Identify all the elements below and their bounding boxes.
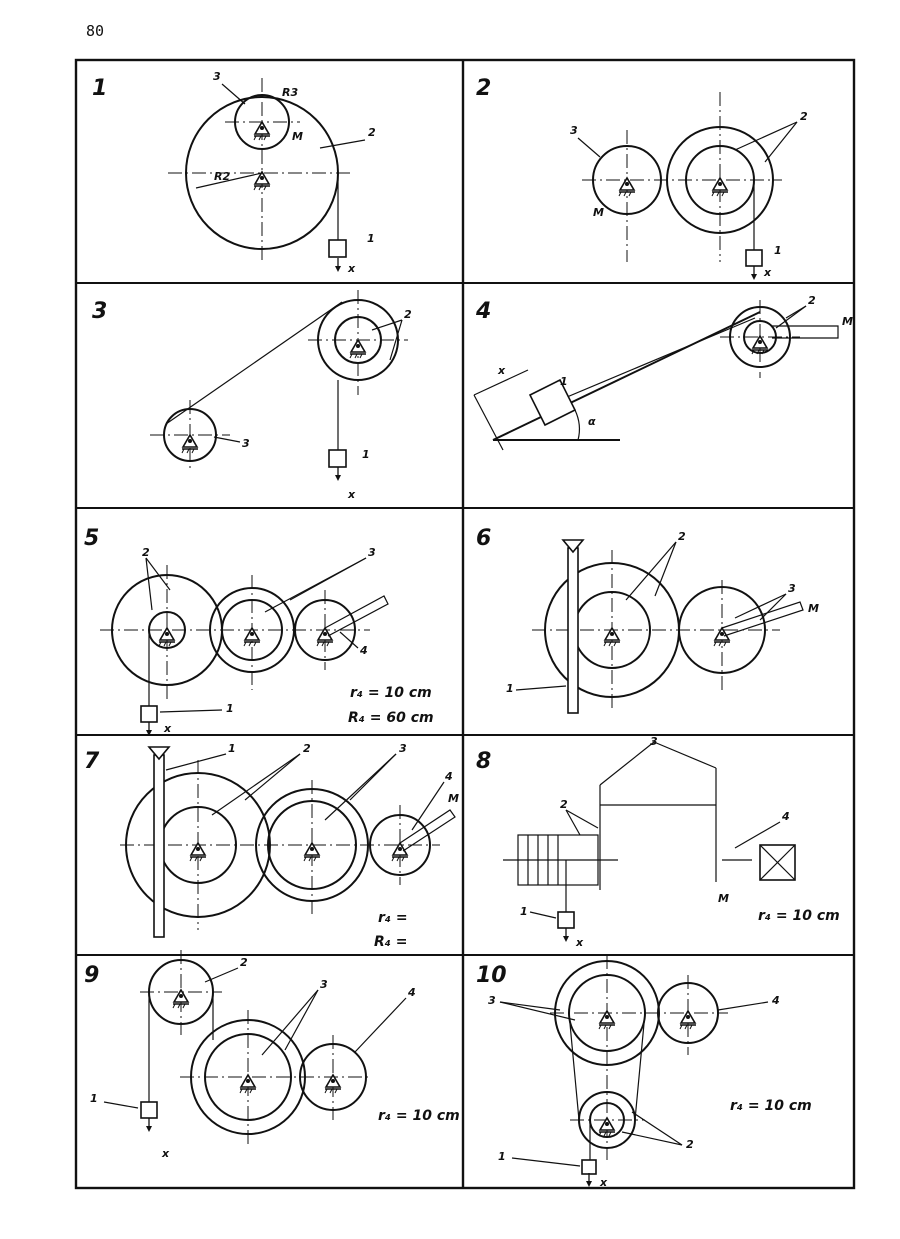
label-r3: R3 [282, 86, 298, 99]
panel-6: 6 2 3 M 1 [476, 526, 819, 714]
label-3: 3 [320, 978, 328, 991]
label-3: 3 [399, 742, 407, 755]
table-frame [74, 58, 856, 1190]
label-m: M [842, 315, 853, 328]
label-1: 1 [774, 244, 782, 257]
label-3: 3 [368, 546, 376, 559]
panel-9: 9 2 3 4 1 x r₄ = 10 cm [84, 950, 460, 1160]
panel-1: 1 3 R3 M 2 R2 1 x [92, 70, 376, 275]
note-R4: R₄ = [374, 934, 408, 950]
label-3: 3 [213, 70, 221, 83]
panel-3-number: 3 [92, 299, 107, 324]
label-x: x [161, 1147, 170, 1160]
label-1: 1 [560, 375, 568, 388]
label-2: 2 [142, 546, 150, 559]
label-1: 1 [498, 1150, 506, 1163]
panel-7: 7 1 2 3 4 M r₄ = R₄ = [84, 742, 459, 950]
label-x: x [763, 266, 772, 279]
label-2: 2 [560, 798, 568, 811]
note-r4: r₄ = 10 cm [730, 1098, 812, 1114]
label-1: 1 [520, 905, 528, 918]
label-1: 1 [367, 232, 375, 245]
label-m: M [593, 206, 604, 219]
label-x: x [599, 1176, 608, 1189]
label-4: 4 [359, 644, 368, 657]
label-x: x [497, 364, 506, 377]
label-3: 3 [570, 124, 578, 137]
note-r4: r₄ = 10 cm [350, 685, 432, 701]
label-x: x [575, 936, 584, 949]
label-3: 3 [242, 437, 250, 450]
label-m: M [718, 892, 729, 905]
panel-4: 4 x 1 2 M α [473, 294, 853, 451]
label-2: 2 [678, 530, 686, 543]
label-1: 1 [362, 448, 370, 461]
label-3: 3 [488, 994, 496, 1007]
panel-10: 10 3 4 2 1 x r₄ = 10 cm [476, 955, 812, 1189]
label-r2: R2 [214, 170, 230, 183]
label-4: 4 [781, 810, 790, 823]
label-2: 2 [303, 742, 311, 755]
label-4: 4 [407, 986, 416, 999]
note-R4: R₄ = 60 cm [348, 710, 434, 726]
note-r4: r₄ = 10 cm [758, 908, 840, 924]
label-1: 1 [226, 702, 234, 715]
panel-3: 3 2 3 1 x [92, 290, 412, 501]
panel-4-number: 4 [475, 299, 491, 324]
label-4: 4 [771, 994, 780, 1007]
label-2: 2 [808, 294, 816, 307]
panel-9-number: 9 [84, 963, 99, 988]
label-m: M [292, 130, 303, 143]
panel-5-number: 5 [84, 526, 99, 551]
label-1: 1 [90, 1092, 98, 1105]
label-2: 2 [404, 308, 412, 321]
panel-8: 8 3 2 4 M 1 x r₄ = 10 cm [476, 735, 840, 949]
panel-10-number: 10 [476, 963, 507, 988]
panel-5: 5 2 3 4 1 x r₄ = 10 cm R₄ = 60 cm [84, 526, 434, 737]
label-2: 2 [686, 1138, 694, 1151]
panel-7-number: 7 [84, 749, 100, 774]
label-3: 3 [788, 582, 796, 595]
panel-6-number: 6 [476, 526, 491, 551]
label-2: 2 [368, 126, 376, 139]
note-r4: r₄ = [378, 910, 408, 926]
label-2: 2 [240, 956, 248, 969]
label-1: 1 [506, 682, 514, 695]
page-number: 80 [86, 22, 105, 40]
label-4: 4 [444, 770, 453, 783]
label-x: x [347, 488, 356, 501]
label-x: x [347, 262, 356, 275]
panel-1-number: 1 [92, 76, 107, 101]
label-alpha: α [588, 415, 596, 428]
panel-2: 2 3 2 M 1 x [476, 76, 808, 281]
label-3: 3 [650, 735, 658, 748]
panel-8-number: 8 [476, 749, 491, 774]
panel-2-number: 2 [476, 76, 491, 101]
label-m: M [448, 792, 459, 805]
label-x: x [163, 722, 172, 735]
label-m: M [808, 602, 819, 615]
note-r4: r₄ = 10 cm [378, 1108, 460, 1124]
label-1: 1 [228, 742, 236, 755]
label-2: 2 [800, 110, 808, 123]
